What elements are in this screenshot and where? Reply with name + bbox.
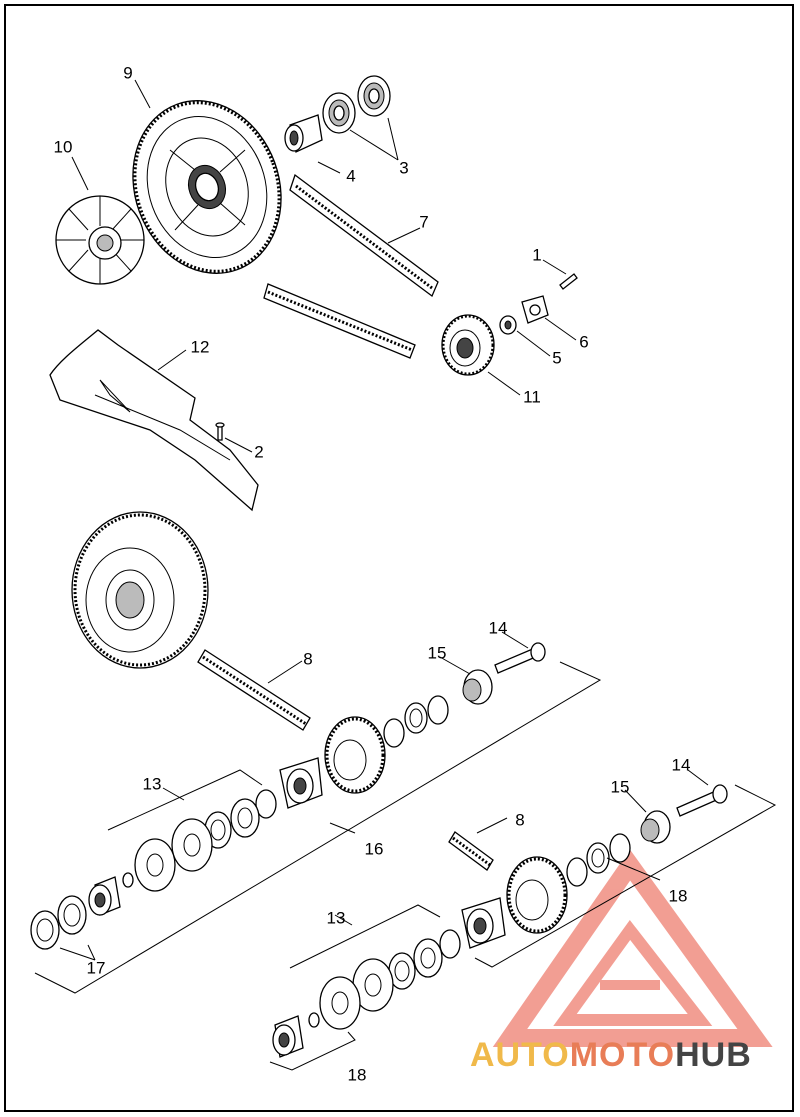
callout-13-upper: 13 [142, 774, 162, 794]
callout-10: 10 [53, 137, 73, 157]
callout-3: 3 [399, 158, 409, 178]
watermark-part-1: AUTO [470, 1036, 570, 1074]
transmission-sprocket [441, 314, 495, 376]
callout-18-lower: 18 [347, 1065, 367, 1085]
compensator-assembly-lower [272, 784, 728, 1058]
callout-8-lower: 8 [515, 810, 525, 830]
callout-4: 4 [346, 166, 356, 186]
clutch-shell [71, 511, 209, 669]
wheel-bearings [322, 75, 391, 134]
callout-7: 7 [419, 212, 429, 232]
callout-12: 12 [190, 337, 210, 357]
callout-9: 9 [123, 63, 133, 83]
callout-13-lower: 13 [326, 908, 346, 928]
watermark-part-2: MOTO [569, 1036, 676, 1074]
lock-screw [559, 273, 578, 290]
sprocket-nut [499, 315, 517, 335]
callout-5: 5 [552, 348, 562, 368]
compensator-assembly-upper [30, 642, 546, 950]
callout-11: 11 [523, 387, 541, 407]
callout-16: 16 [364, 839, 384, 859]
diagram-frame [4, 4, 794, 1112]
callout-18-upper: 18 [668, 886, 688, 906]
watermark-text: AUTOMOTOHUB [470, 1038, 752, 1072]
callout-14-upper: 14 [488, 618, 508, 638]
guard-screw [215, 422, 225, 441]
callout-17: 17 [86, 958, 106, 978]
belt-guard [49, 329, 259, 512]
primary-chain-lower [448, 831, 494, 871]
bearing-spacer [284, 114, 323, 153]
rear-pulley [132, 100, 282, 274]
watermark-logo [492, 849, 773, 1047]
lock-plate [521, 295, 549, 324]
callout-15-lower: 15 [610, 777, 630, 797]
pulley-damper [55, 195, 145, 285]
callout-2: 2 [254, 442, 264, 462]
drive-belt [263, 173, 439, 359]
callout-8-upper: 8 [303, 649, 313, 669]
callout-14-lower: 14 [671, 755, 691, 775]
callout-1: 1 [532, 245, 542, 265]
watermark-part-3: HUB [675, 1036, 752, 1074]
primary-chain-upper [197, 649, 311, 731]
callout-15-upper: 15 [427, 643, 447, 663]
leader-lines [34, 79, 777, 1071]
callout-6: 6 [579, 332, 589, 352]
